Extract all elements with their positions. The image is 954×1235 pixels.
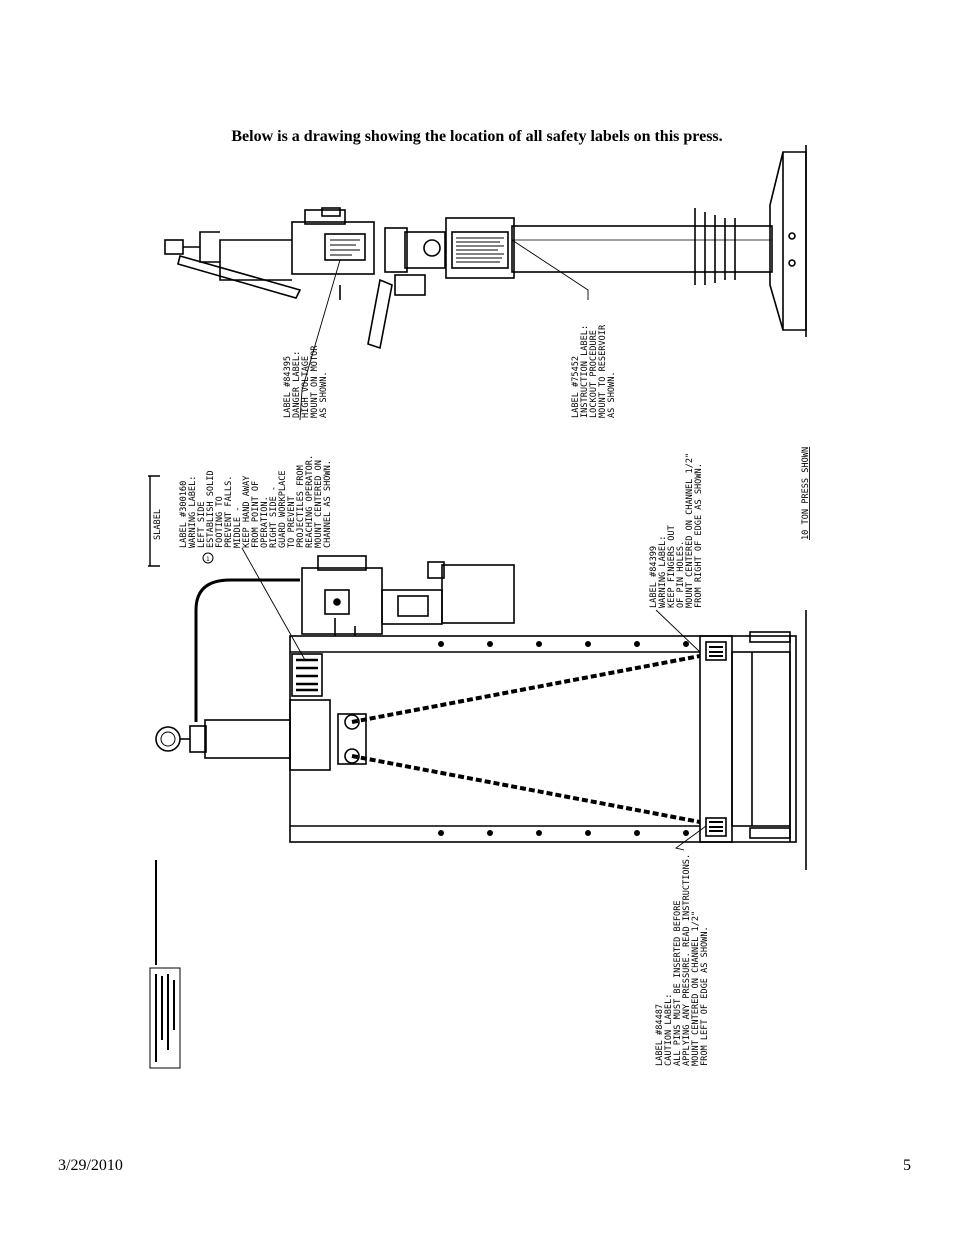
page-number: 5 <box>903 1157 911 1174</box>
label-84399-mark <box>705 641 727 661</box>
label-84487-text: LABEL #84487 CAUTION LABEL: ALL PINS MUS… <box>655 849 710 1066</box>
press-head <box>289 699 331 771</box>
chain-lower <box>351 754 701 824</box>
label-300160-text: LABEL #300160 WARNING LABEL: LEFT SIDE E… <box>179 450 333 548</box>
page-caption: Below is a drawing showing the location … <box>231 128 723 145</box>
pressure-gauge <box>155 726 181 752</box>
pump-unit <box>301 567 383 635</box>
chain-upper <box>351 654 701 724</box>
footer-date: 3/29/2010 <box>58 1157 123 1174</box>
label-84399-text: LABEL #84399 WARNING LABEL: KEEP FINGERS… <box>649 448 704 608</box>
sheet-label-text: SLABEL <box>153 509 163 540</box>
press-side-view <box>164 145 807 350</box>
label-text-blocks: SLABEL 10 TON PRESS SHOWN 1 LABEL #84395… <box>153 320 811 1066</box>
bolster <box>699 635 733 843</box>
press-front-view <box>155 555 807 870</box>
label-84395-text: LABEL #84395 DANGER LABEL: HIGH VOLTAGE … <box>283 340 329 418</box>
label-leader-lines <box>241 239 707 851</box>
label-84487-mark <box>705 817 727 837</box>
motor <box>291 221 375 275</box>
cylinder <box>204 719 291 759</box>
callout-number: 1 <box>206 556 210 563</box>
pump-motor <box>441 564 515 624</box>
reservoir <box>445 217 515 279</box>
callout-marker: 1 <box>202 552 214 564</box>
sheet-label-bracket <box>148 475 160 567</box>
hydraulic-hose <box>194 578 300 722</box>
press-note-text: 10 TON PRESS SHOWN <box>801 447 811 540</box>
press-column <box>511 225 773 273</box>
title-block <box>149 860 181 1069</box>
base-foot <box>769 151 807 331</box>
label-75452-text: LABEL #75452 INSTRUCTION LABEL: LOCKOUT … <box>571 320 617 418</box>
